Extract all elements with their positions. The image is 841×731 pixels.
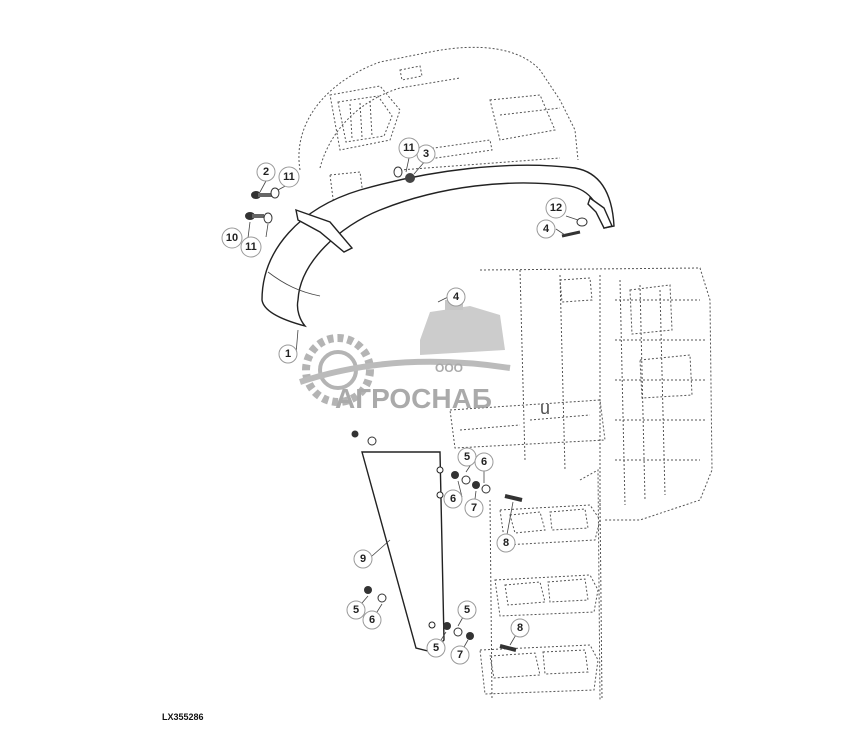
svg-text:11: 11 bbox=[245, 241, 257, 253]
callout-8-a: 8 bbox=[496, 533, 516, 553]
svg-text:6: 6 bbox=[369, 614, 375, 626]
svg-text:3: 3 bbox=[423, 148, 429, 160]
watermark: ООО АГРОСНАБ u bbox=[299, 300, 550, 418]
svg-text:7: 7 bbox=[471, 502, 477, 514]
fender-assembly bbox=[261, 157, 615, 328]
callout-5-d: 5 bbox=[426, 638, 446, 658]
figure-id-label: LX355286 bbox=[162, 712, 204, 722]
callout-7-a: 7 bbox=[464, 498, 484, 518]
callout-1: 1 bbox=[278, 344, 298, 364]
svg-text:6: 6 bbox=[481, 456, 487, 468]
svg-text:5: 5 bbox=[464, 451, 470, 463]
callout-5-c: 5 bbox=[457, 600, 477, 620]
callout-8-b: 8 bbox=[510, 618, 530, 638]
callout-6-c: 6 bbox=[362, 610, 382, 630]
svg-text:8: 8 bbox=[517, 622, 523, 634]
svg-text:5: 5 bbox=[464, 604, 470, 616]
callout-11-b: 11 bbox=[240, 236, 262, 258]
callout-3: 3 bbox=[416, 144, 436, 164]
svg-text:1: 1 bbox=[285, 348, 291, 360]
callout-6-a: 6 bbox=[474, 452, 494, 472]
callout-12: 12 bbox=[545, 197, 567, 219]
svg-text:2: 2 bbox=[263, 166, 269, 178]
svg-text:6: 6 bbox=[450, 493, 456, 505]
callout-4-mid: 4 bbox=[446, 287, 466, 307]
svg-text:9: 9 bbox=[360, 553, 366, 565]
svg-text:10: 10 bbox=[226, 232, 238, 244]
svg-text:4: 4 bbox=[543, 223, 550, 235]
svg-text:11: 11 bbox=[403, 142, 415, 154]
callout-6-b: 6 bbox=[443, 489, 463, 509]
svg-text:11: 11 bbox=[283, 171, 295, 183]
svg-text:5: 5 bbox=[433, 642, 439, 654]
svg-text:12: 12 bbox=[550, 202, 562, 214]
callout-5-a: 5 bbox=[457, 447, 477, 467]
callouts: 1 2 3 4 4 5 5 5 5 6 6 6 7 7 8 8 9 10 11 … bbox=[221, 137, 567, 665]
svg-text:5: 5 bbox=[353, 604, 359, 616]
callout-5-b: 5 bbox=[346, 600, 366, 620]
callout-7-b: 7 bbox=[450, 645, 470, 665]
svg-text:4: 4 bbox=[453, 291, 460, 303]
svg-text:7: 7 bbox=[457, 649, 463, 661]
callout-2: 2 bbox=[256, 162, 276, 182]
svg-text:8: 8 bbox=[503, 537, 509, 549]
hardware bbox=[245, 166, 588, 652]
watermark-prefix: ООО bbox=[435, 361, 463, 375]
callout-4-upper: 4 bbox=[536, 219, 556, 239]
callout-9: 9 bbox=[353, 549, 373, 569]
callout-11-a: 11 bbox=[278, 166, 300, 188]
callout-11-c: 11 bbox=[398, 137, 420, 159]
mud-flap-brace bbox=[361, 451, 445, 653]
watermark-suffix: u bbox=[540, 398, 550, 418]
watermark-company-name: АГРОСНАБ bbox=[335, 383, 492, 414]
callout-10: 10 bbox=[221, 227, 243, 249]
